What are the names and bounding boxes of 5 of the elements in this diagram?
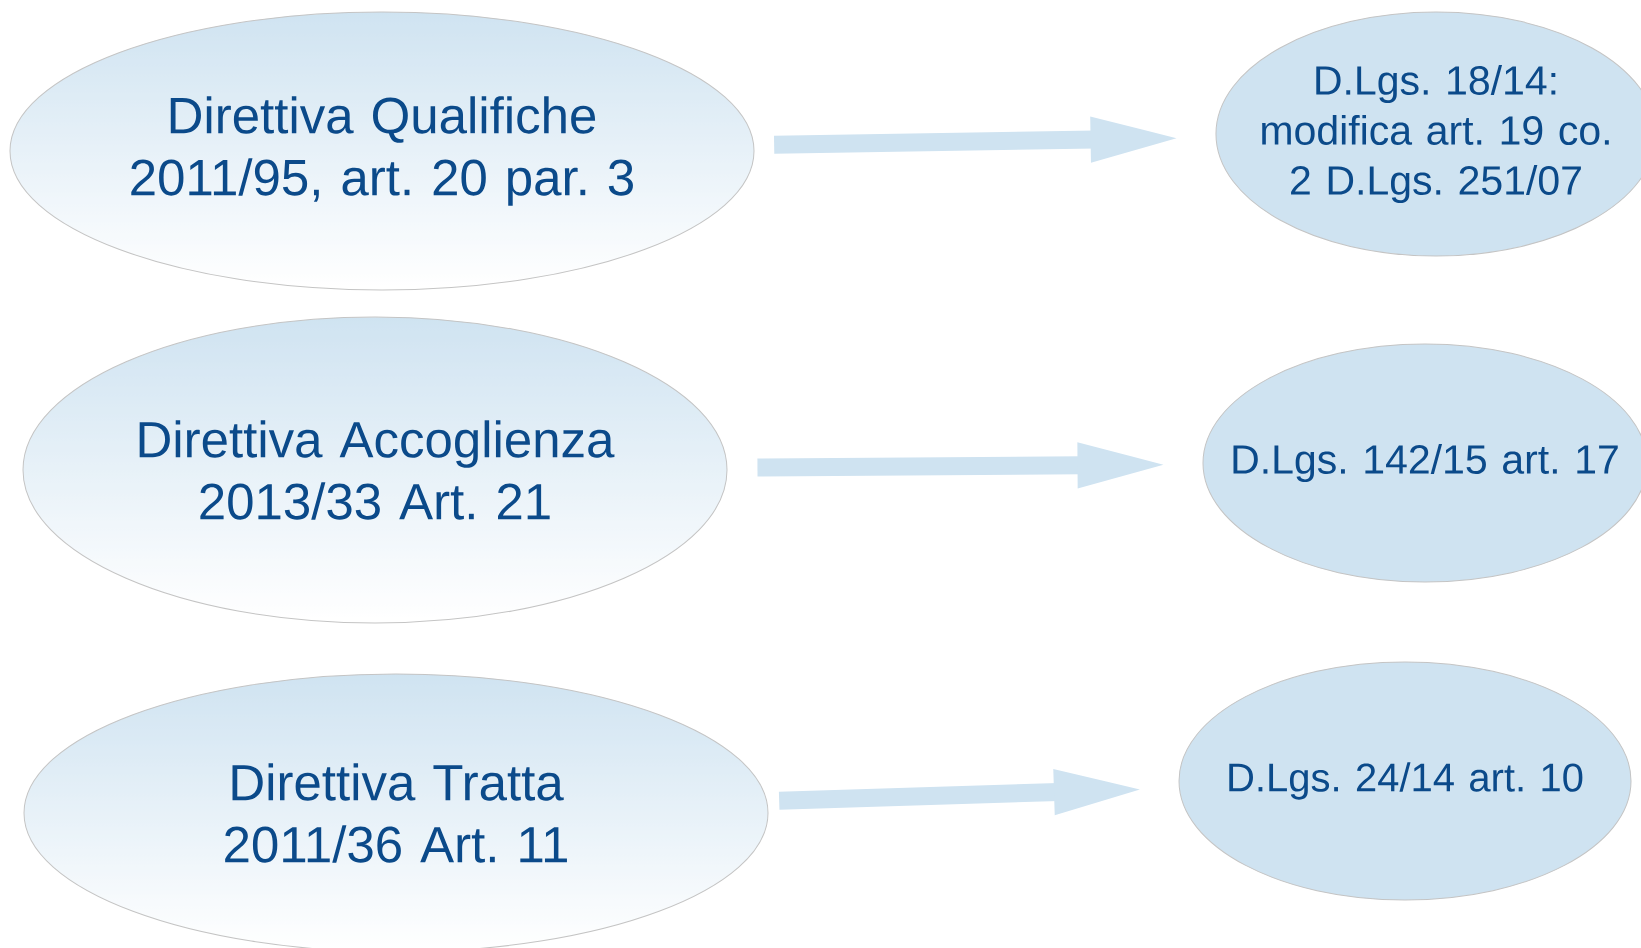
ellipse-node: Direttiva Accoglienza 2013/33 Art. 21 (22, 316, 728, 624)
ellipse-node: D.Lgs. 24/14 art. 10 (1178, 661, 1632, 901)
ellipse-node: Direttiva Qualifiche 2011/95, art. 20 par. 3 (9, 11, 755, 291)
ellipse-node: D.Lgs. 18/14: modifica art. 19 co. 2 D.Lgs. 251/07 (1215, 11, 1641, 257)
ellipse-node: D.Lgs. 142/15 art. 17 (1202, 343, 1641, 583)
